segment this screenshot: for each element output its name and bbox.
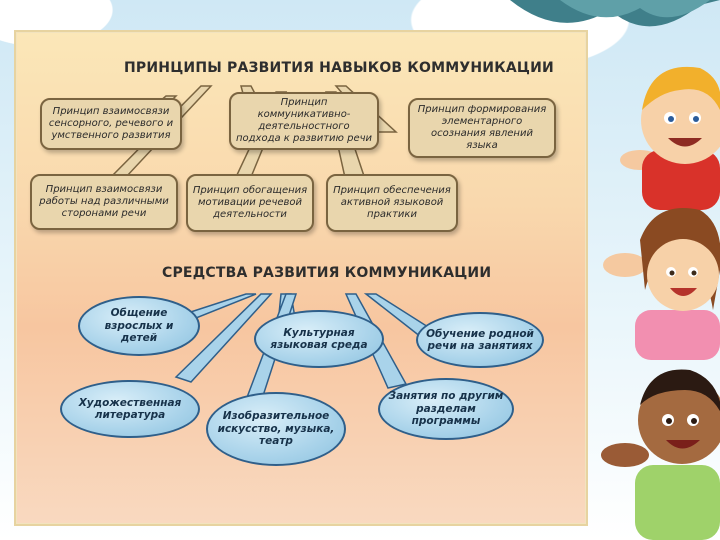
child-illustration-top	[620, 66, 720, 210]
principles-title: ПРИНЦИПЫ РАЗВИТИЯ НАВЫКОВ КОММУНИКАЦИИ	[124, 60, 554, 76]
principle-box-4: Принцип взаимосвязи работы над различным…	[30, 174, 178, 230]
means-oval-3: Обучение родной речи на занятиях	[416, 312, 544, 368]
principle-box-1: Принцип взаимосвязи сенсорного, речевого…	[40, 98, 182, 150]
means-title: СРЕДСТВА РАЗВИТИЯ КОММУНИКАЦИИ	[162, 265, 492, 281]
principle-box-3: Принцип формирования элементарного осозн…	[408, 98, 556, 158]
leaves-decoration	[510, 0, 720, 27]
means-oval-6: Занятия по другим разделам программы	[378, 378, 514, 440]
child-illustration-middle	[603, 208, 720, 360]
means-oval-1: Общение взрослых и детей	[78, 296, 200, 356]
child-illustration-bottom	[601, 369, 720, 540]
principle-box-6: Принцип обеспечения активной языковой пр…	[326, 174, 458, 232]
means-oval-4: Художественная литература	[60, 380, 200, 438]
diagram-slide: ПРИНЦИПЫ РАЗВИТИЯ НАВЫКОВ КОММУНИКАЦИИ П…	[14, 30, 588, 526]
means-oval-5: Изобразительное искусство, музыка, театр	[206, 392, 346, 466]
principle-box-2: Принцип коммуникативно-деятельностного п…	[229, 92, 379, 150]
principle-box-5: Принцип обогащения мотивации речевой дея…	[186, 174, 314, 232]
means-oval-2: Культурная языковая среда	[254, 310, 384, 368]
